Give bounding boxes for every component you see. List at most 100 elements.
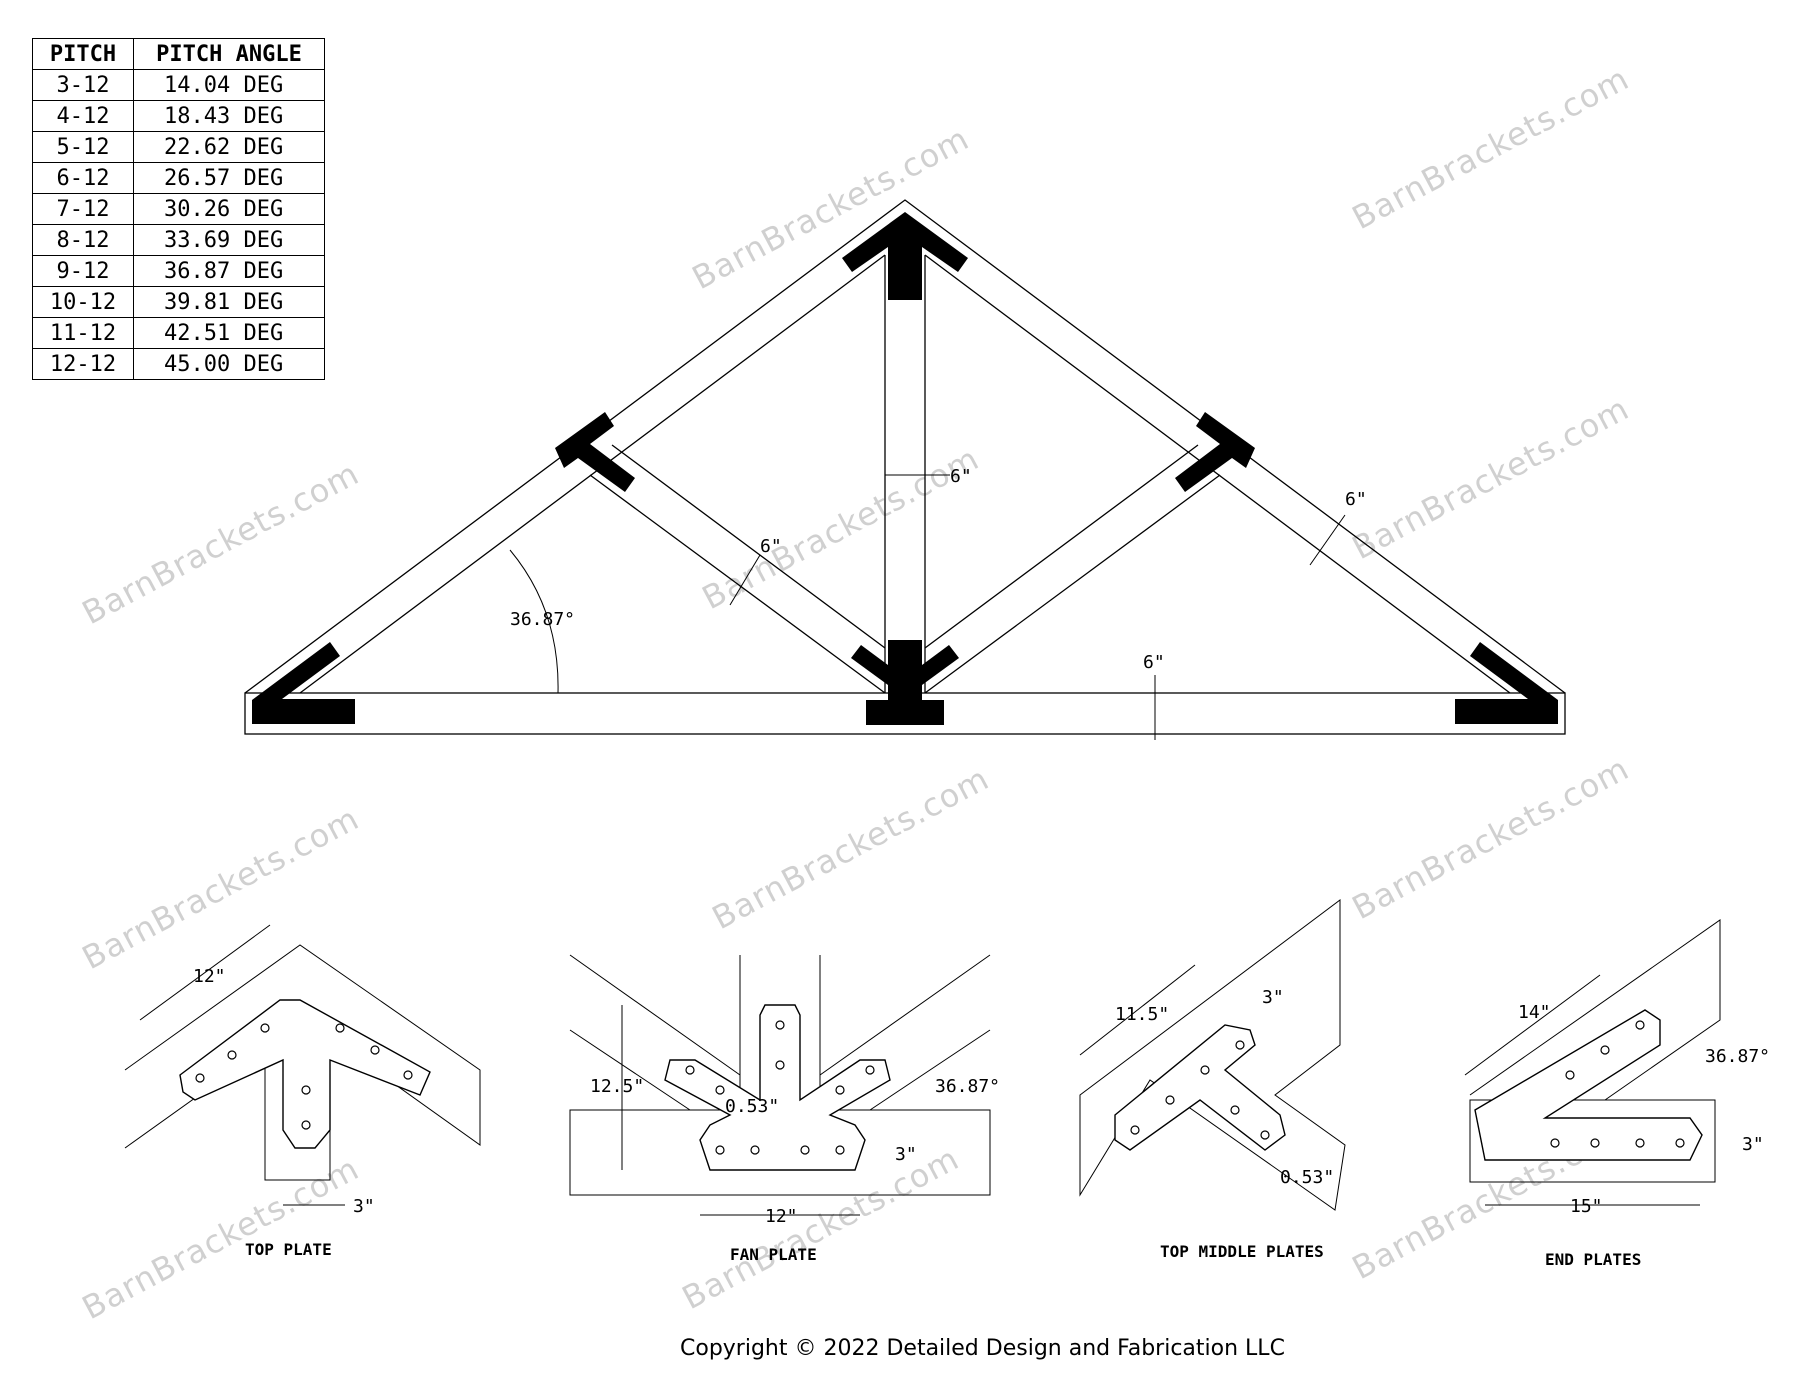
pitch-angle-value: 36.87 DEG — [133, 255, 325, 287]
bolt-hole — [1675, 1138, 1685, 1148]
bolt-hole — [1635, 1138, 1645, 1148]
king-post-width-label: 6" — [950, 466, 972, 487]
left-end-plate — [252, 642, 355, 724]
pitch-value: 3-12 — [32, 69, 134, 101]
rafter-inner-line — [924, 254, 1511, 694]
left-web — [611, 444, 886, 649]
end-plates-caption: END PLATES — [1545, 1250, 1641, 1269]
dimension-line — [1079, 964, 1196, 1056]
bolt-hole — [775, 1060, 785, 1070]
bolt-hole — [685, 1065, 695, 1075]
bolt-hole — [1565, 1070, 1575, 1080]
top-plate-shape — [179, 999, 431, 1149]
watermark-text: BarnBrackets.com — [706, 759, 995, 937]
watermark-text: BarnBrackets.com — [1346, 389, 1635, 567]
bolt-hole — [1590, 1138, 1600, 1148]
bolt-hole — [301, 1085, 311, 1095]
bolt-hole — [1200, 1065, 1210, 1075]
timber-outline — [569, 954, 991, 1115]
middle-plate-length-label: 11.5" — [1115, 1004, 1169, 1025]
fan-plate-hole-label: 0.53" — [725, 1096, 779, 1117]
top-middle-plates-caption: TOP MIDDLE PLATES — [1160, 1242, 1324, 1261]
peak-plate — [842, 212, 968, 300]
bolt-hole — [750, 1145, 760, 1155]
pitch-value: 10-12 — [32, 286, 134, 318]
right-web — [924, 444, 1199, 649]
end-plate-length-label: 15" — [1570, 1196, 1603, 1217]
bolt-hole — [1130, 1125, 1140, 1135]
rafter-width-label: 6" — [1345, 489, 1367, 510]
pitch-angle-value: 45.00 DEG — [133, 348, 325, 380]
bolt-hole — [1260, 1130, 1270, 1140]
fan-plate-shape — [664, 1004, 891, 1171]
bolt-hole — [1600, 1045, 1610, 1055]
right-middle-plate — [1175, 412, 1255, 492]
pitch-angle-value: 30.26 DEG — [133, 193, 325, 225]
bolt-hole — [227, 1050, 237, 1060]
dimension-line — [1309, 514, 1346, 566]
middle-plate-width-label: 3" — [1262, 987, 1284, 1008]
bolt-hole — [1550, 1138, 1560, 1148]
pitch-value: 7-12 — [32, 193, 134, 225]
bolt-hole — [775, 1020, 785, 1030]
timber-outline — [1469, 919, 1721, 1101]
bolt-hole — [1165, 1095, 1175, 1105]
pitch-angle-value: 18.43 DEG — [133, 100, 325, 132]
end-plate-width-label: 3" — [1742, 1134, 1764, 1155]
timber-outline — [1079, 899, 1346, 1211]
dimension-line — [729, 554, 761, 606]
top-plate-width-label: 3" — [353, 1196, 375, 1217]
bolt-hole — [715, 1085, 725, 1095]
king-post-truss: 36.87° 6" 6" 6" 6" — [244, 199, 1566, 740]
fan-plate-height-label: 12.5" — [590, 1076, 644, 1097]
end-plate-shape — [1474, 1009, 1703, 1161]
left-middle-plate — [555, 412, 635, 492]
top-plate-detail: 12" 3" TOP PLATE — [124, 924, 481, 1259]
bolt-hole — [715, 1145, 725, 1155]
bolt-hole — [835, 1085, 845, 1095]
middle-plate-shape — [1114, 1024, 1286, 1151]
top-plate-length-label: 12" — [193, 966, 226, 987]
bolt-hole — [1230, 1105, 1240, 1115]
watermark-text: BarnBrackets.com — [1346, 749, 1635, 927]
pitch-angle-value: 42.51 DEG — [133, 317, 325, 349]
bolt-hole — [800, 1145, 810, 1155]
pitch-value: 12-12 — [32, 348, 134, 380]
dimension-line — [139, 924, 271, 1021]
end-plates-detail: 14" 36.87° 3" 15" END PLATES — [1464, 919, 1770, 1269]
watermark-text: BarnBrackets.com — [1346, 59, 1635, 237]
bottom-chord-width-label: 6" — [1143, 652, 1165, 673]
pitch-angle-value: 39.81 DEG — [133, 286, 325, 318]
fan-plate — [851, 640, 959, 725]
bolt-hole — [301, 1120, 311, 1130]
fan-plate-detail: 12.5" 0.53" 36.87° 3" 12" FAN PLATE — [569, 954, 1000, 1264]
bolt-hole — [335, 1023, 345, 1033]
end-plate-angle-label: 36.87° — [1705, 1046, 1770, 1067]
bolt-hole — [403, 1070, 413, 1080]
watermark-text: BarnBrackets.com — [76, 799, 365, 977]
truss-angle-label: 36.87° — [510, 609, 575, 630]
copyright-notice: Copyright © 2022 Detailed Design and Fab… — [680, 1336, 1285, 1361]
right-web — [924, 474, 1221, 694]
fan-plate-width-label: 3" — [895, 1144, 917, 1165]
bolt-hole — [865, 1065, 875, 1075]
rafter-outline — [244, 199, 1566, 694]
top-plate-caption: TOP PLATE — [245, 1240, 332, 1259]
bolt-hole — [370, 1045, 380, 1055]
bolt-hole — [195, 1073, 205, 1083]
bolt-hole — [835, 1145, 845, 1155]
fan-plate-caption: FAN PLATE — [730, 1245, 817, 1264]
watermark-text: BarnBrackets.com — [686, 119, 975, 297]
web-width-label: 6" — [760, 536, 782, 557]
left-web — [589, 474, 886, 694]
middle-plate-hole-label: 0.53" — [1280, 1167, 1334, 1188]
pitch-angle-value: 26.57 DEG — [133, 162, 325, 194]
